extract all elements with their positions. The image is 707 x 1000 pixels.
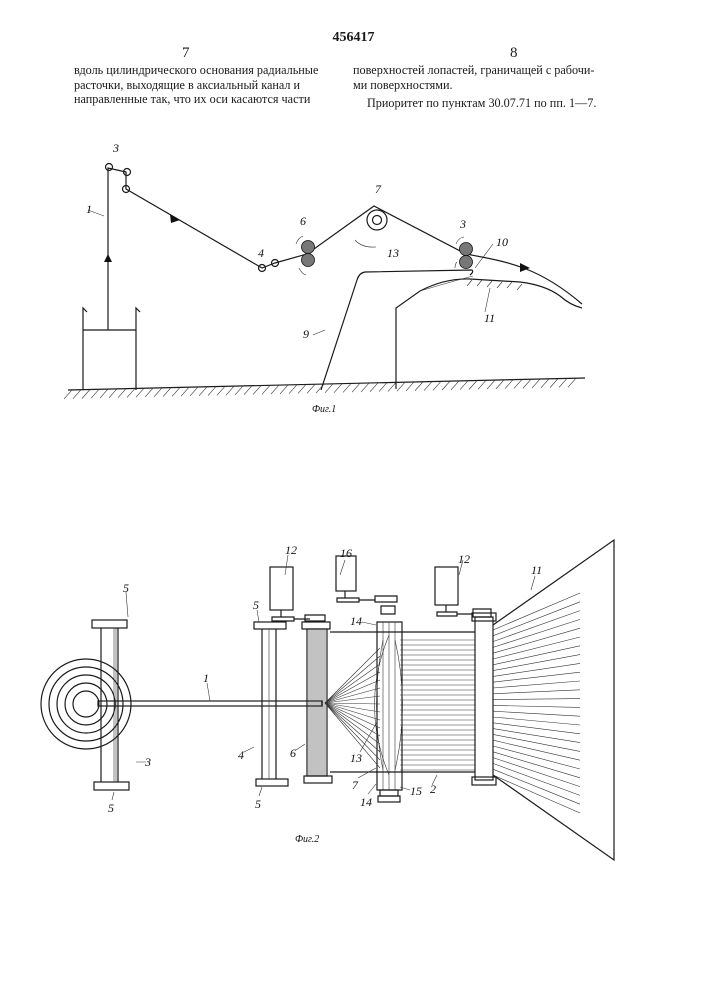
roller-6-bottom <box>302 254 315 267</box>
label-15: 15 <box>410 784 422 798</box>
thread-path <box>108 168 582 330</box>
leader-lines <box>112 555 535 800</box>
needle-drum-7 <box>367 210 387 230</box>
label-3: 3 <box>112 141 119 155</box>
label-5: 5 <box>108 801 114 815</box>
label-3b: 3 <box>459 217 466 231</box>
label-12: 12 <box>458 552 470 566</box>
thread-container <box>83 308 140 390</box>
roller-6-top <box>302 241 315 254</box>
table-9 <box>321 270 473 390</box>
roller-3-bottom <box>460 256 473 269</box>
arrow-right-icon <box>520 263 530 272</box>
label-16: 16 <box>340 546 352 560</box>
label-2: 2 <box>430 782 436 796</box>
form-11 <box>396 279 582 389</box>
roller-3-top <box>460 243 473 256</box>
label-13: 13 <box>387 246 399 260</box>
motor-16 <box>336 556 397 614</box>
label-1: 1 <box>86 202 92 216</box>
frame-right <box>472 613 496 785</box>
ground-line <box>68 378 585 390</box>
label-6: 6 <box>300 214 306 228</box>
form-11-trapezoid <box>493 540 614 860</box>
leader-lines <box>88 210 522 335</box>
label-7: 7 <box>375 182 382 196</box>
label-9: 9 <box>303 327 309 341</box>
frame-4 <box>254 622 288 786</box>
thread-fan <box>325 648 380 768</box>
label-3: 3 <box>144 755 151 769</box>
label-4: 4 <box>238 748 244 762</box>
label-6: 6 <box>290 746 296 760</box>
motor-12-left <box>270 567 325 621</box>
lip-10 <box>420 276 473 291</box>
arrow-up-icon <box>104 254 112 262</box>
label-11: 11 <box>484 311 495 325</box>
label-1: 1 <box>203 671 209 685</box>
figure-1: 1 3 4 6 7 13 3 10 11 9 Фиг.1 <box>64 141 585 415</box>
warp-threads-2 <box>400 640 475 770</box>
label-12: 12 <box>285 543 297 557</box>
arrow-right-icon <box>170 214 180 223</box>
rotation-arrow-icon <box>355 240 376 247</box>
label-11: 11 <box>531 563 542 577</box>
figure-2: 5 5 5 5 3 4 6 1 12 16 14 13 7 14 15 2 12… <box>41 540 614 860</box>
label-14: 14 <box>360 795 372 809</box>
label-10: 10 <box>496 235 508 249</box>
label-13: 13 <box>350 751 362 765</box>
label-14: 14 <box>350 614 362 628</box>
label-7: 7 <box>352 778 359 792</box>
label-4: 4 <box>258 246 264 260</box>
figure-1-caption: Фиг.1 <box>312 404 336 415</box>
label-5: 5 <box>255 797 261 811</box>
motor-12-right <box>435 567 491 617</box>
spread-threads <box>493 593 580 813</box>
label-5: 5 <box>123 581 129 595</box>
figure-2-caption: Фиг.2 <box>295 834 319 845</box>
thread-bundle-1 <box>98 701 322 706</box>
label-5: 5 <box>253 598 259 612</box>
